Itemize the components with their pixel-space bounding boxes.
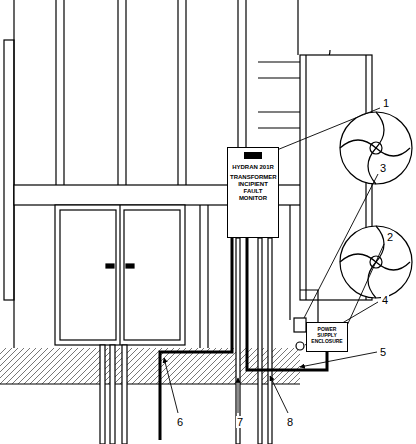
callout-number: 1 [382, 97, 390, 109]
callout-number: 3 [379, 162, 387, 174]
display-window [244, 152, 262, 159]
callout-number: 7 [236, 416, 244, 428]
callout-number: 8 [286, 416, 294, 428]
node-heading: HYDRAN 201R [230, 164, 276, 171]
power-supply-box: POWER SUPPLY ENCLOSURE [306, 322, 348, 352]
monitor-box: HYDRAN 201R TRANSFORMER INCIPIENT FAULT M… [227, 147, 279, 238]
node-text: TRANSFORMER INCIPIENT FAULT MONITOR [230, 174, 276, 202]
callout-number: 5 [379, 346, 387, 358]
callout-number: 2 [386, 231, 394, 243]
node-heading: POWER SUPPLY ENCLOSURE [309, 327, 345, 344]
callout-number: 4 [381, 294, 389, 306]
callout-number: 6 [176, 416, 184, 428]
